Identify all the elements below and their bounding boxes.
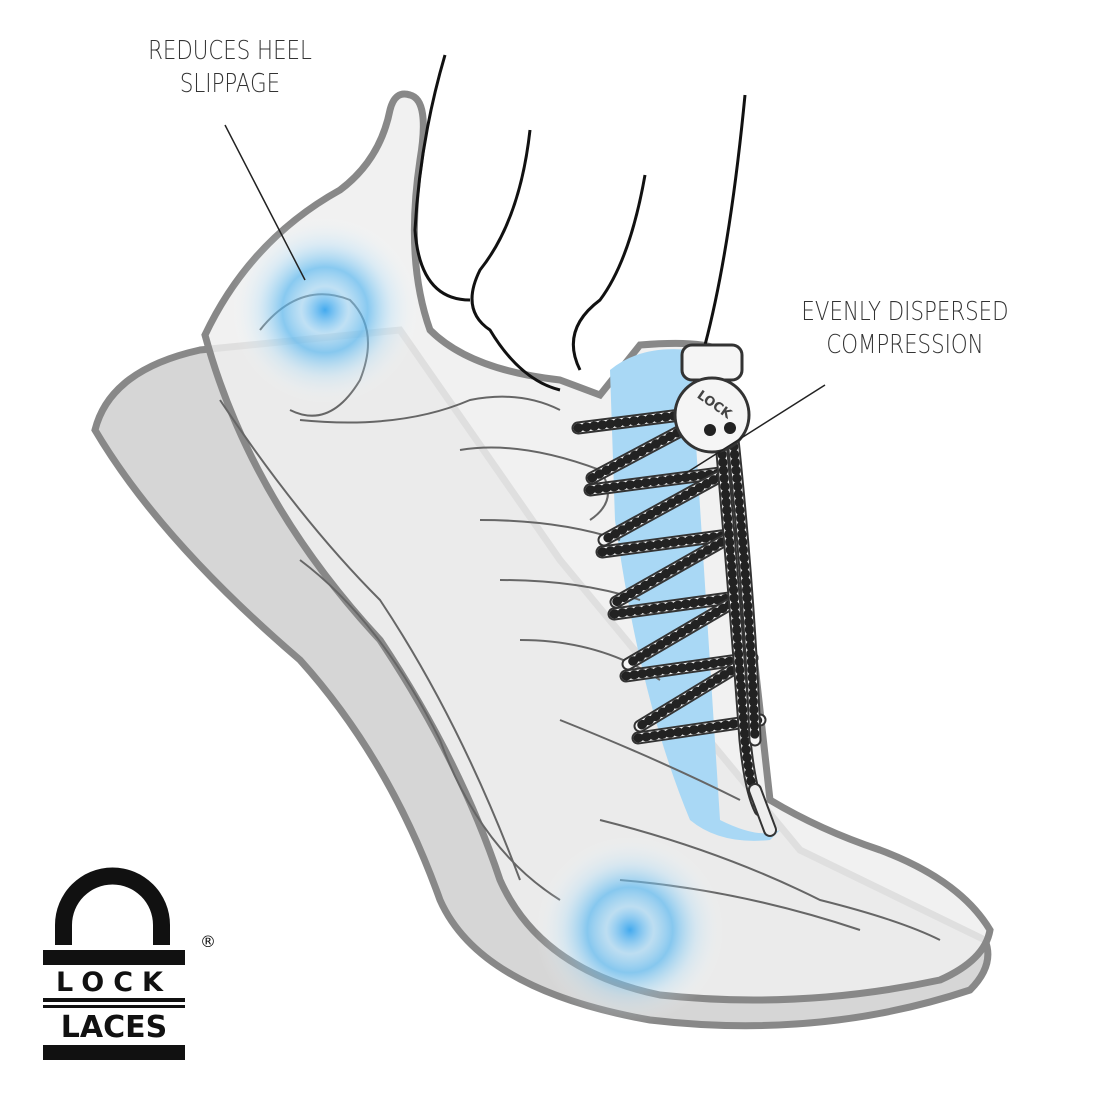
lace-dots <box>599 467 733 545</box>
compression-callout: EVENLY DISPERSED COMPRESSION <box>770 296 1041 362</box>
laces <box>571 403 777 837</box>
heel-callout: REDUCES HEEL SLIPPAGE <box>123 35 336 101</box>
lock-device: LOCK <box>673 343 751 454</box>
lock-laces-logo: LOCK LACES ® <box>43 867 216 1060</box>
lace-dots <box>621 653 757 681</box>
heel-leader <box>224 124 306 281</box>
svg-text:LOCK: LOCK <box>56 967 172 998</box>
leg-lines <box>413 54 747 392</box>
lace-dots <box>585 467 733 495</box>
lace-dots <box>609 591 749 619</box>
heel-callout-line2: SLIPPAGE <box>179 69 281 99</box>
svg-text:LACES: LACES <box>61 1010 167 1045</box>
heel-callout-line1: REDUCES HEEL <box>148 36 312 66</box>
compression-callout-line1: EVENLY DISPERSED <box>801 297 1009 327</box>
forefoot-glow <box>535 835 725 1025</box>
lace-dots <box>623 591 749 669</box>
compression-leader <box>674 384 826 481</box>
lace-tip <box>750 785 775 835</box>
svg-text:®: ® <box>200 932 216 951</box>
lace-dots <box>611 529 741 607</box>
compression-callout-line2: COMPRESSION <box>826 330 984 360</box>
heel-glow <box>230 215 420 405</box>
lace-dots <box>727 425 760 745</box>
lace-dots <box>597 529 741 557</box>
tongue <box>610 349 780 841</box>
